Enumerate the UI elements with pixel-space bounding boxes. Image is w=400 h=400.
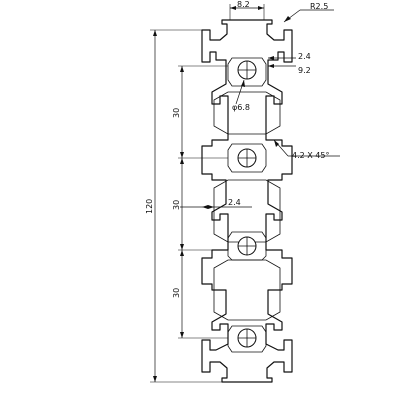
dim-overall-length: 120 — [145, 29, 222, 383]
label-chamfer: 4.2 X 45° — [292, 151, 329, 160]
dim-pitches: 30 30 30 — [172, 65, 228, 339]
dim-bore-diameter: φ6.8 — [232, 79, 250, 112]
dim-corner-radius: R2.5 — [283, 2, 334, 23]
label-wall-top: 2.4 — [298, 52, 311, 61]
profile-outline — [201, 19, 293, 383]
label-slot-width: 8.2 — [237, 0, 250, 9]
label-pitch-upper: 30 — [172, 108, 181, 118]
label-bore-diameter: φ6.8 — [232, 103, 250, 112]
dim-wall-mid: 2.4 — [180, 198, 252, 209]
label-pitch-middle: 30 — [172, 200, 181, 210]
label-corner-radius: R2.5 — [310, 2, 328, 11]
label-lip-depth: 9.2 — [298, 66, 311, 75]
bores — [237, 60, 257, 348]
dim-wall-top: 2.4 — [268, 52, 311, 61]
internal-cavities — [213, 57, 281, 353]
label-pitch-lower: 30 — [172, 288, 181, 298]
label-wall-mid: 2.4 — [228, 198, 241, 207]
label-overall-length: 120 — [145, 199, 154, 214]
dim-lip-depth: 9.2 — [268, 64, 311, 75]
dim-chamfer: 4.2 X 45° — [273, 139, 340, 160]
dim-slot-width: 8.2 — [229, 0, 265, 20]
